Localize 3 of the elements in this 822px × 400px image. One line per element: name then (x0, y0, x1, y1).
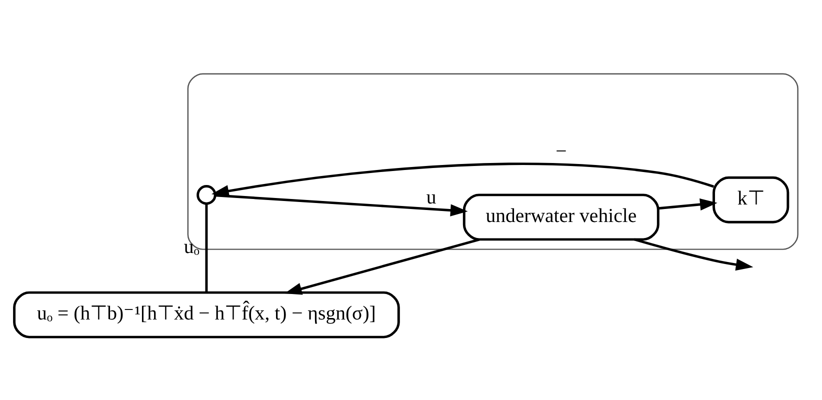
edge-label: − (556, 140, 567, 162)
edge-label: uₒ (184, 235, 200, 258)
edge-label: u (426, 186, 436, 208)
